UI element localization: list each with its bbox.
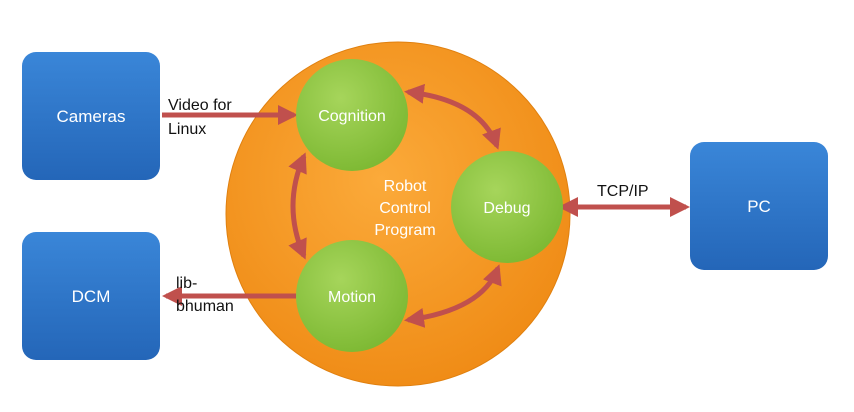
center-line-1: Robot	[384, 178, 427, 195]
cognition-node: Cognition	[296, 59, 408, 171]
lib-label-line-1: lib-	[176, 275, 197, 292]
arrow-cognition-motion	[288, 152, 307, 260]
video-label-line-1: Video for	[168, 97, 232, 114]
center-line-2: Control	[379, 200, 431, 217]
dcm-label: DCM	[72, 287, 111, 306]
pc-label: PC	[747, 197, 771, 216]
cognition-label: Cognition	[318, 108, 386, 125]
motion-label: Motion	[328, 289, 376, 306]
dcm-box: DCM	[22, 232, 160, 360]
tcp-label: TCP/IP	[597, 183, 649, 200]
cameras-label: Cameras	[57, 107, 126, 126]
cameras-box: Cameras	[22, 52, 160, 180]
motion-node: Motion	[296, 240, 408, 352]
arrow-debug-motion	[404, 264, 502, 328]
arrow-cognition-debug	[404, 83, 501, 150]
lib-label-line-2: bhuman	[176, 298, 234, 315]
debug-label: Debug	[483, 200, 530, 217]
center-line-3: Program	[374, 222, 435, 239]
video-label-line-2: Linux	[168, 121, 206, 138]
debug-node: Debug	[451, 151, 563, 263]
pc-box: PC	[690, 142, 828, 270]
